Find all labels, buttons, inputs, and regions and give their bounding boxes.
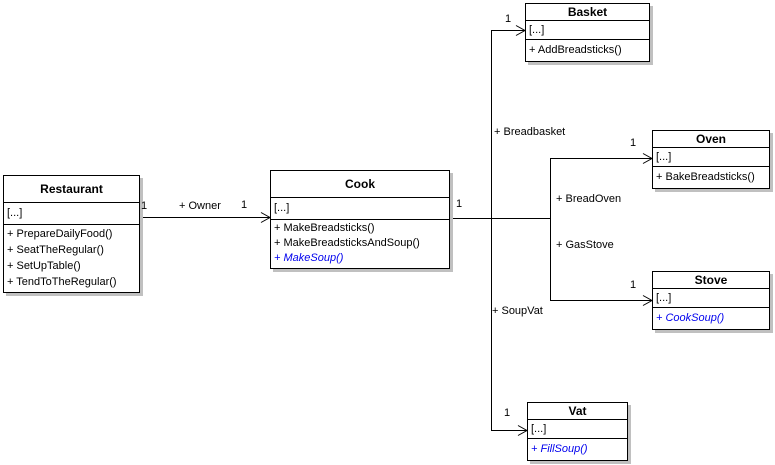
method-makesoup: + MakeSoup() (274, 252, 344, 264)
edge-label-owner: + Owner (179, 200, 221, 212)
multiplicity-cook-end: 1 (241, 199, 248, 211)
class-stove-title: Stove (653, 272, 769, 289)
class-oven-title: Oven (653, 131, 769, 148)
class-basket-methods: + AddBreadsticks() (526, 40, 649, 61)
multiplicity-vat-end: 1 (504, 407, 511, 419)
class-cook[interactable]: Cook [...] + MakeBreadsticks() + MakeBre… (270, 170, 450, 269)
class-basket-attributes: [...] (526, 21, 649, 40)
class-stove-methods: + CookSoup() (653, 308, 769, 329)
class-cook-attributes: [...] (271, 198, 449, 220)
multiplicity-basket-end: 1 (505, 13, 512, 25)
class-restaurant[interactable]: Restaurant [...] + PrepareDailyFood() + … (3, 175, 140, 293)
class-cook-methods: + MakeBreadsticks() + MakeBreadsticksAnd… (271, 220, 449, 268)
class-oven-methods: + BakeBreadsticks() (653, 167, 769, 188)
edge-label-gasstove: + GasStove (556, 239, 614, 251)
method-fillsoup: + FillSoup() (531, 443, 588, 455)
class-oven[interactable]: Oven [...] + BakeBreadsticks() (652, 130, 770, 189)
edge-label-breadbasket: + Breadbasket (494, 126, 566, 138)
method-cooksoup: + CookSoup() (656, 312, 725, 324)
method-makebreadsticksandsoup: + MakeBreadsticksAndSoup() (274, 237, 420, 249)
class-vat[interactable]: Vat [...] + FillSoup() (527, 402, 628, 461)
multiplicity-oven-end: 1 (630, 137, 637, 149)
method-setuptable: + SetUpTable() (7, 260, 81, 272)
multiplicity-cook-shared-end: 1 (456, 198, 463, 210)
class-basket[interactable]: Basket [...] + AddBreadsticks() (525, 3, 650, 62)
method-makebreadsticks: + MakeBreadsticks() (274, 222, 375, 234)
class-restaurant-title: Restaurant (4, 176, 139, 203)
multiplicity-restaurant-end: 1 (141, 200, 148, 212)
edge-label-breadoven: + BreadOven (556, 193, 622, 205)
edge-label-soupvat: + SoupVat (492, 305, 543, 317)
class-stove[interactable]: Stove [...] + CookSoup() (652, 271, 770, 330)
class-restaurant-methods: + PrepareDailyFood() + SeatTheRegular() … (4, 225, 139, 292)
class-vat-title: Vat (528, 403, 627, 420)
multiplicity-stove-end: 1 (630, 279, 637, 291)
class-stove-attributes: [...] (653, 289, 769, 308)
class-basket-title: Basket (526, 4, 649, 21)
class-restaurant-attributes: [...] (4, 203, 139, 225)
class-vat-methods: + FillSoup() (528, 439, 627, 460)
edge-cook-oven-stove-trunk[interactable] (550, 158, 653, 301)
method-bakebreadsticks: + BakeBreadsticks() (656, 171, 755, 183)
method-seattheregular: + SeatTheRegular() (7, 244, 104, 256)
method-addbreadsticks: + AddBreadsticks() (529, 44, 622, 56)
class-cook-title: Cook (271, 171, 449, 198)
class-oven-attributes: [...] (653, 148, 769, 167)
method-preparedailyfood: + PrepareDailyFood() (7, 228, 113, 240)
class-vat-attributes: [...] (528, 420, 627, 439)
method-tendtotheregular: + TendToTheRegular() (7, 276, 117, 288)
edge-cook-basket-vat-trunk[interactable] (491, 30, 528, 431)
